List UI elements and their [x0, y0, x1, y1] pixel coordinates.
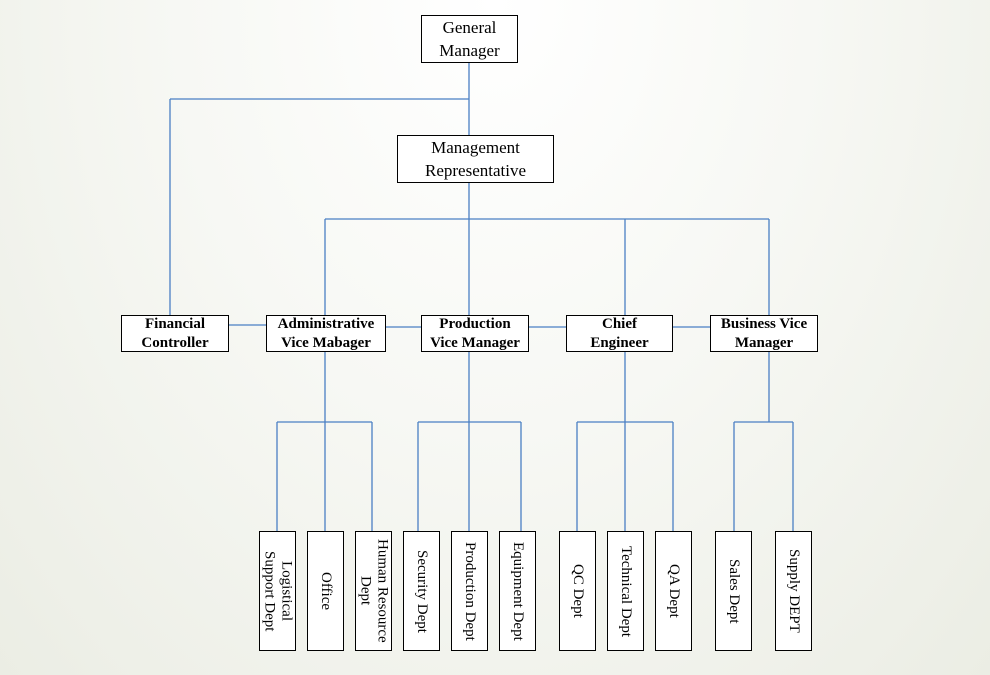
qa-dept-box: QA Dept [655, 531, 692, 651]
supply-dept-label: Supply DEPT [786, 549, 802, 633]
human-resource-dept-label: Human Resource Dept [357, 539, 391, 643]
qa-dept-label: QA Dept [666, 564, 682, 618]
financial-controller-box: Financial Controller [121, 315, 229, 352]
technical-dept-label: Technical Dept [618, 545, 634, 637]
administrative-vice-manager-box: Administrative Vice Mabager [266, 315, 386, 352]
general-manager-label: General Manager [439, 18, 500, 60]
security-dept-label: Security Dept [414, 549, 430, 633]
management-representative-label: Management Representative [424, 138, 526, 180]
equipment-dept-box: Equipment Dept [499, 531, 536, 651]
office-box: Office [307, 531, 344, 651]
management-representative-box: Management Representative [397, 135, 554, 183]
office-label: Office [318, 571, 334, 611]
general-manager-box: General Manager [421, 15, 518, 63]
sales-dept-label: Sales Dept [726, 558, 742, 624]
qc-dept-box: QC Dept [559, 531, 596, 651]
production-vice-manager-box: Production Vice Manager [421, 315, 529, 352]
chief-engineer-box: Chief Engineer [566, 315, 673, 352]
administrative-vice-manager-label: Administrative Vice Mabager [277, 315, 375, 351]
business-vice-manager-label: Business Vice Manager [720, 315, 808, 351]
production-dept-box: Production Dept [451, 531, 488, 651]
technical-dept-box: Technical Dept [607, 531, 644, 651]
supply-dept-box: Supply DEPT [775, 531, 812, 651]
security-dept-box: Security Dept [403, 531, 440, 651]
human-resource-dept-box: Human Resource Dept [355, 531, 392, 651]
equipment-dept-label: Equipment Dept [510, 541, 526, 641]
financial-controller-label: Financial Controller [141, 315, 209, 351]
business-vice-manager-box: Business Vice Manager [710, 315, 818, 352]
logistical-support-dept-box: Logistical Support Dept [259, 531, 296, 651]
sales-dept-box: Sales Dept [715, 531, 752, 651]
chief-engineer-label: Chief Engineer [590, 315, 649, 351]
production-vice-manager-label: Production Vice Manager [430, 315, 520, 351]
logistical-support-dept-label: Logistical Support Dept [261, 550, 295, 632]
qc-dept-label: QC Dept [570, 564, 586, 618]
production-dept-label: Production Dept [462, 541, 478, 641]
